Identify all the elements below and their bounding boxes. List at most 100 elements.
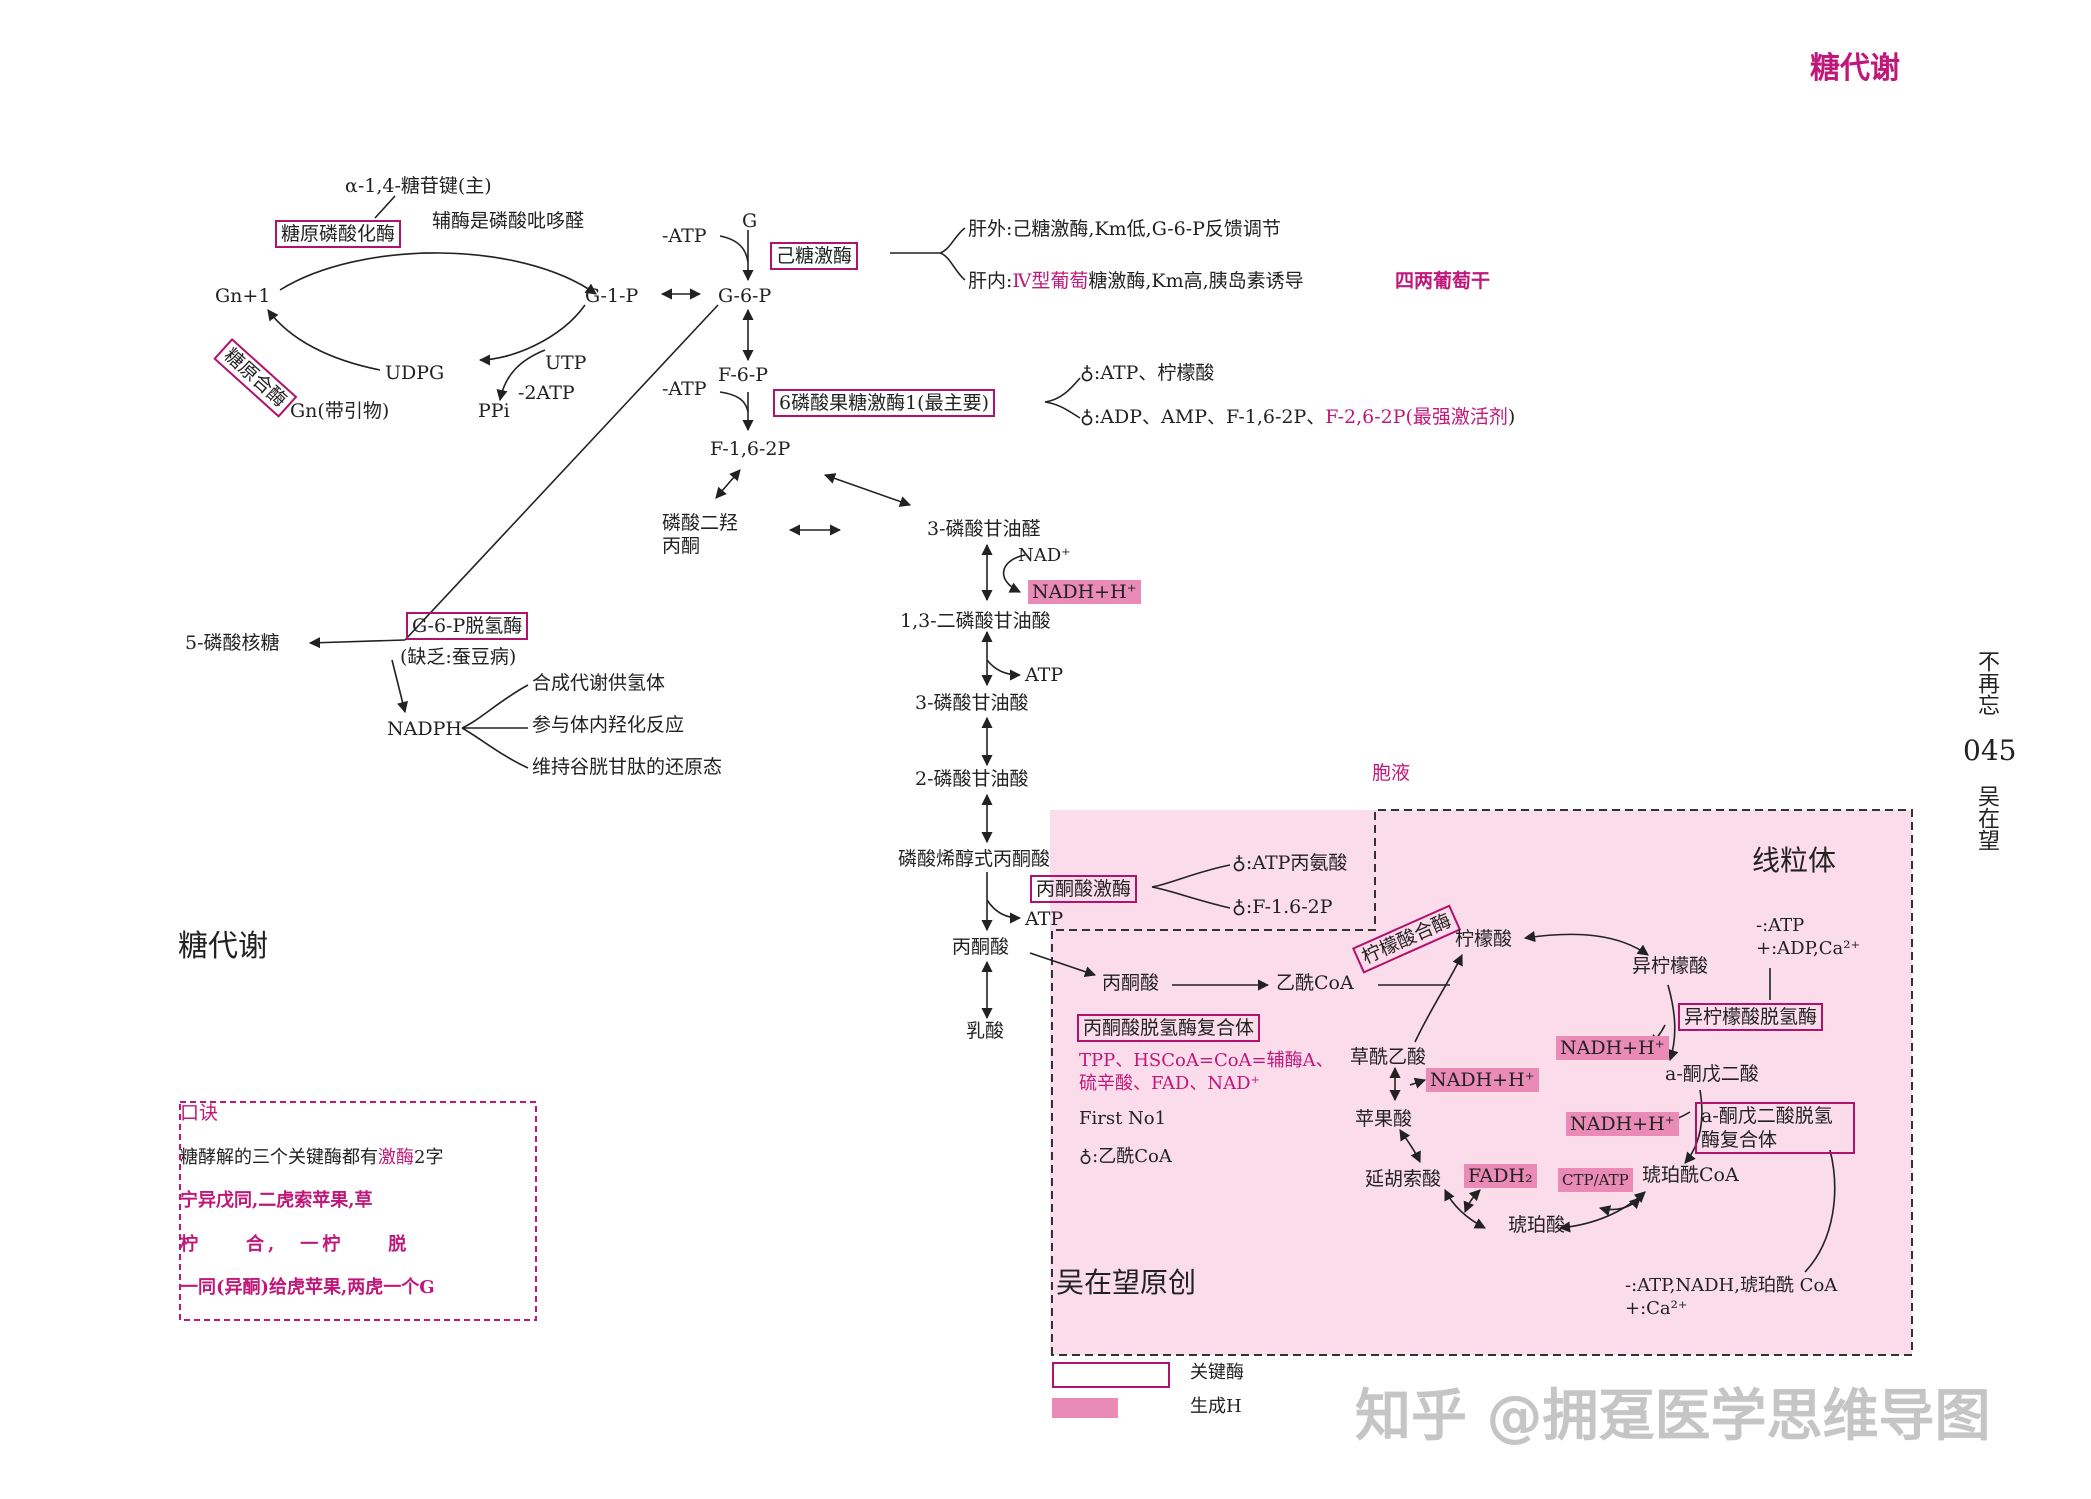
- node-malate: 苹果酸: [1355, 1108, 1413, 1130]
- page-number: 045: [1963, 734, 2017, 767]
- node-lactate: 乳酸: [966, 1020, 1005, 1042]
- label-atp-1: -ATP: [662, 225, 707, 247]
- label-akg-reg-2: +:Ca²⁺: [1625, 1298, 1688, 1319]
- liver-in-c: 糖激酶,Km高,胰岛素诱导: [1088, 270, 1304, 292]
- node-f6p: F-6-P: [718, 364, 769, 386]
- nadph-branch: [461, 684, 529, 769]
- label-atp-3: -ATP: [662, 378, 707, 400]
- label-cytosol: 胞液: [1372, 762, 1411, 784]
- label-pk-inhibitor: ♁:ATP丙氨酸: [1232, 852, 1348, 874]
- node-udpg: UDPG: [385, 362, 445, 384]
- enzyme-akgdh-label: a-酮戊二酸脱氢酶复合体: [1701, 1105, 1833, 1151]
- label-nad: NAD⁺: [1018, 545, 1071, 566]
- node-dhap-2: 丙酮: [662, 535, 701, 557]
- node-2pg: 2-磷酸甘油酸: [915, 768, 1029, 790]
- product-nadh-4: NADH+H⁺: [1426, 1068, 1539, 1092]
- node-pyruvate: 丙酮酸: [952, 936, 1010, 958]
- enzyme-pk: 丙酮酸激酶: [1030, 875, 1138, 903]
- label-utp: UTP: [545, 352, 587, 374]
- product-nadh-1: NADH+H⁺: [1028, 580, 1141, 604]
- node-acetyl-coa: 乙酰CoA: [1276, 972, 1354, 994]
- enzyme-akgdh: a-酮戊二酸脱氢酶复合体: [1695, 1102, 1855, 1154]
- brace-pfk: [1044, 377, 1081, 419]
- enzyme-g6pd: G-6-P脱氢酶: [406, 612, 529, 640]
- node-gn1: Gn+1: [215, 285, 271, 307]
- arrow-to-ribose: [308, 637, 406, 649]
- mnemonic-line-1-a: 糖酵解的三个关键酶都有: [180, 1147, 378, 1168]
- label-glycosidic: α-1,4-糖苷键(主): [345, 175, 492, 197]
- legend-box-swatch: [1052, 1362, 1170, 1388]
- label-atp-5: ATP: [1025, 908, 1064, 930]
- node-succinyl-coa: 琥珀酰CoA: [1642, 1164, 1739, 1186]
- arrow-atp-pk: [986, 899, 1022, 924]
- node-ribose: 5-磷酸核糖: [185, 632, 280, 654]
- product-nadh-2: NADH+H⁺: [1556, 1036, 1669, 1060]
- mnemonic-line-2: 宁异戊同,二虎索苹果,草: [180, 1190, 373, 1211]
- brace-hexokinase: [890, 227, 966, 281]
- node-gn-primer: Gn(带引物): [290, 400, 390, 422]
- arrow-to-nadph: [391, 659, 408, 714]
- node-pyruvate-2: 丙酮酸: [1102, 972, 1160, 994]
- label-pk-activator: ♁:F-1.6-2P: [1232, 896, 1333, 918]
- arrow-f16-g3p: [823, 473, 912, 507]
- watermark: 知乎 @拥趸医学思维导图: [1355, 1384, 1991, 1449]
- arrow-gn-to-g1p: [279, 252, 597, 295]
- node-fumarate: 延胡索酸: [1365, 1168, 1442, 1190]
- arrow-atp-pfk: [719, 391, 749, 413]
- node-citrate: 柠檬酸: [1455, 928, 1513, 950]
- label-pfk-activator: ♁:ADP、AMP、F-1,6-2P、F-2,6-2P(最强激活剂): [1080, 406, 1515, 428]
- node-pep: 磷酸烯醇式丙酮酸: [898, 848, 1051, 870]
- node-oaa: 草酰乙酸: [1350, 1046, 1427, 1068]
- arrow-utp-ppi: [496, 349, 546, 402]
- mnemonic-line-4: 一同(异酮)给虎苹果,两虎一个G: [180, 1277, 435, 1298]
- node-g3p: 3-磷酸甘油醛: [927, 518, 1041, 540]
- header-title: 糖代谢: [1810, 51, 1900, 86]
- node-f16bp: F-1,6-2P: [710, 438, 791, 460]
- node-nadph: NADPH: [387, 718, 462, 740]
- line-glycosidic: [374, 195, 396, 219]
- label-pdh-cofactor-2: 硫辛酸、FAD、NAD⁺: [1079, 1073, 1260, 1095]
- node-g1p: G-1-P: [585, 285, 639, 307]
- label-first-no1: First No1: [1079, 1108, 1167, 1129]
- node-ppi: PPi: [478, 400, 510, 422]
- label-author: 吴在望原创: [1056, 1266, 1197, 1299]
- arrow-pyr-to-mito: [1029, 952, 1097, 978]
- label-atp-2: -2ATP: [518, 382, 575, 404]
- arrow-malate-nadh: [1409, 1077, 1427, 1089]
- enzyme-pfk: 6磷酸果糖激酶1(最主要): [773, 389, 996, 417]
- section-title: 糖代谢: [178, 929, 268, 964]
- label-idh-reg-1: -:ATP: [1756, 915, 1805, 936]
- legend-fill-label: 生成H: [1190, 1396, 1242, 1417]
- arrow-fumarate-malate: [1399, 1129, 1421, 1164]
- node-g6p: G-6-P: [718, 285, 772, 307]
- product-nadh-3: NADH+H⁺: [1566, 1112, 1679, 1136]
- pdh-cofactor-2-text: 硫辛酸、FAD、NAD⁺: [1079, 1073, 1261, 1094]
- pdh-cofactor-1-text: TPP、HSCoA=CoA=辅酶A、: [1079, 1050, 1334, 1071]
- label-mitochondria: 线粒体: [1752, 844, 1837, 877]
- mnemonic-line-1: 糖酵解的三个关键酶都有激酶2字: [180, 1147, 443, 1169]
- label-coenzyme: 辅酶是磷酸吡哆醛: [432, 210, 585, 232]
- arrow-succoa-succinate: [1558, 1191, 1646, 1233]
- label-idh-reg-2: +:ADP,Ca²⁺: [1756, 938, 1860, 959]
- arrow-succinate-fumarate: [1444, 1188, 1486, 1229]
- arrow-nad: [1002, 554, 1026, 593]
- legend-fill-swatch: [1052, 1398, 1118, 1418]
- label-g6pd-note: (缺乏:蚕豆病): [400, 646, 517, 668]
- mnemonic-grape: 四两葡萄干: [1395, 270, 1491, 292]
- mnemonic-box-outline: [179, 1101, 537, 1321]
- arrow-fadh2: [1463, 1189, 1481, 1214]
- arrow-citrate-isocitrate: [1523, 931, 1649, 956]
- node-bpg: 1,3-二磷酸甘油酸: [900, 610, 1051, 632]
- enzyme-hexokinase: 己糖激酶: [770, 242, 859, 270]
- node-3pg: 3-磷酸甘油酸: [915, 692, 1029, 714]
- node-dhap-1: 磷酸二羟: [662, 512, 739, 534]
- mnemonic-line-1-c: 2字: [414, 1147, 444, 1168]
- legend-box-label: 关键酶: [1190, 1362, 1244, 1383]
- line-g6p-to-g6pd: [404, 304, 719, 641]
- brace-pk: [1151, 864, 1231, 909]
- label-nadph-2: 参与体内羟化反应: [532, 714, 685, 736]
- mnemonic-line-3: 柠 合, 一柠 脱: [180, 1234, 411, 1255]
- node-g: G: [742, 210, 758, 232]
- node-succinate: 琥珀酸: [1508, 1214, 1566, 1236]
